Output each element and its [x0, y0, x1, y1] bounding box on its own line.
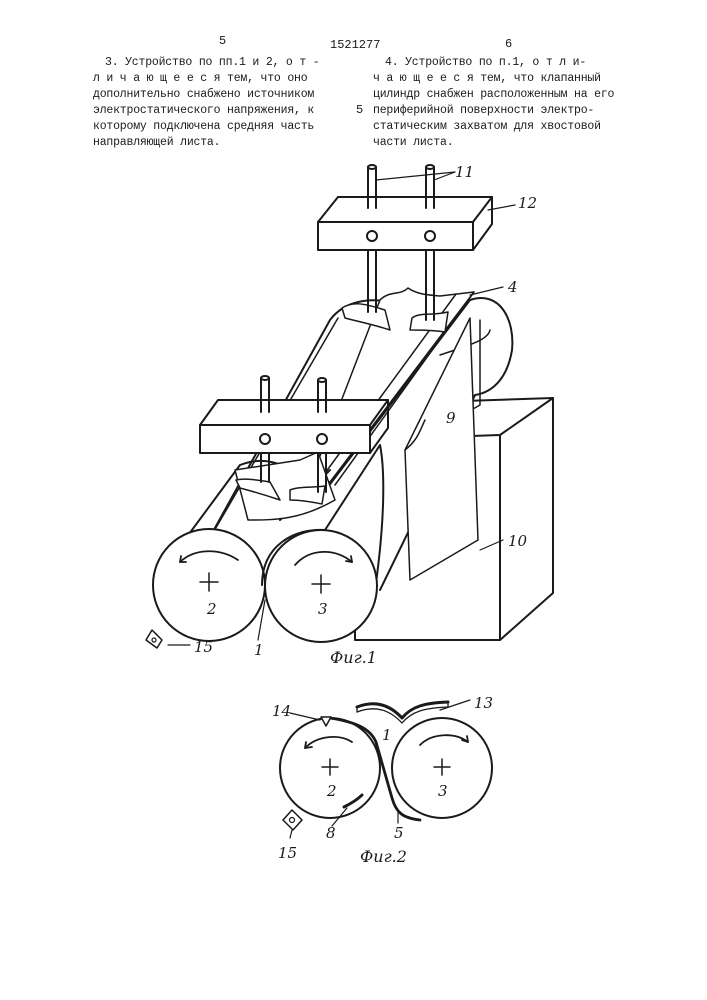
fig1-label-15: 15: [194, 638, 213, 656]
fig2-label-5: 5: [394, 824, 404, 842]
fig1-label-9: 9: [446, 409, 456, 427]
fig2-cylinder-2: [280, 718, 380, 818]
fig1-label-4: 4: [507, 278, 518, 296]
fig1-label-2: 2: [206, 600, 217, 618]
sensor-15-fig2: [283, 810, 302, 830]
fig2-label-8: 8: [326, 824, 336, 842]
fig2-label-2: 2: [326, 782, 337, 800]
fig1-label-3: 3: [318, 600, 328, 618]
fig1-label-11: 11: [455, 163, 474, 181]
fig2-caption: Фиг.2: [360, 847, 407, 866]
fig1-label-10: 10: [508, 532, 528, 550]
fig2-label-15: 15: [278, 844, 297, 862]
fig1-caption: Фиг.1: [330, 648, 377, 667]
fig1-label-1: 1: [254, 641, 264, 659]
fig1-label-12: 12: [518, 194, 537, 212]
fig2-cylinder-3: [392, 718, 492, 818]
fig2-label-1: 1: [382, 726, 392, 744]
fig2-label-3: 3: [438, 782, 448, 800]
fig2-label-13: 13: [474, 694, 493, 712]
fig2-label-14: 14: [272, 702, 291, 720]
sensor-15-fig1: [146, 630, 162, 648]
